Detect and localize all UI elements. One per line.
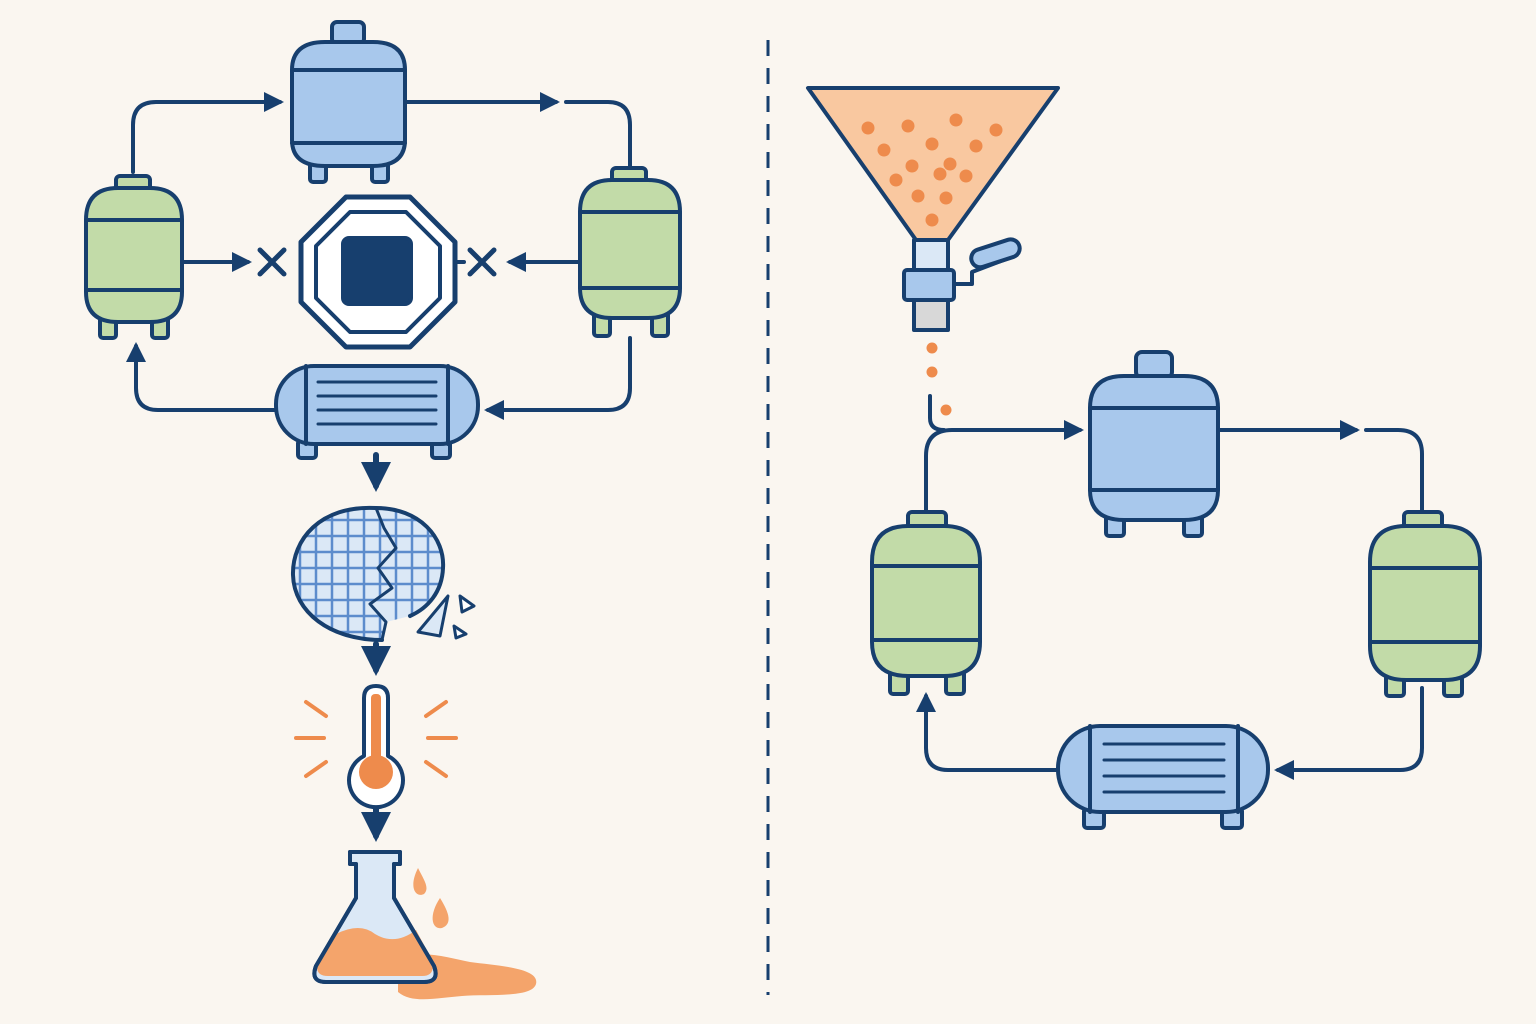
valve-lever — [969, 237, 1022, 270]
heat-exchanger — [274, 364, 480, 460]
pipe-left-tank-to-top-tank — [131, 92, 284, 174]
cracked-mesh-sphere-icon — [290, 505, 476, 642]
right-green-tank — [578, 166, 682, 338]
right-loop-pipes — [916, 394, 1424, 780]
right-panel — [806, 86, 1482, 830]
left-green-tank — [84, 174, 184, 340]
top-tank — [290, 20, 407, 184]
left-green-tank — [870, 510, 982, 696]
shard-icon — [416, 594, 450, 638]
valve-body — [902, 268, 956, 302]
pellets — [861, 113, 1003, 227]
spill-drop — [413, 868, 427, 895]
pipe-right-tank-to-exchanger — [484, 336, 632, 420]
octagon-stop-icon — [298, 194, 458, 350]
top-tank — [1088, 350, 1220, 538]
pipe-right-to-right-tank — [1364, 428, 1424, 514]
blocked-x-icon — [467, 247, 497, 277]
reactor-core-block — [341, 236, 413, 306]
shard-icon — [452, 624, 468, 640]
left-panel — [84, 20, 682, 1000]
spill-drop — [432, 898, 449, 929]
heat-rays — [294, 700, 458, 778]
pipe-right-to-right-tank — [564, 100, 632, 172]
pipe-left-tank-to-top-tank — [924, 420, 1084, 514]
pipe-exchanger-to-left-tank — [126, 342, 278, 412]
funnel-hopper-icon — [806, 86, 1060, 416]
heat-exchanger — [1056, 724, 1270, 830]
left-loop-pipes — [126, 92, 632, 420]
thermometer-icon — [294, 684, 458, 810]
pipe-right-tank-to-exchanger — [1274, 686, 1424, 780]
blocked-x-icon — [257, 247, 287, 277]
shard-icon — [458, 594, 476, 614]
spilled-flask-icon — [312, 850, 537, 1000]
right-green-tank — [1368, 510, 1482, 698]
pipe-exchanger-to-left-tank — [916, 692, 1060, 772]
falling-pellets — [926, 342, 952, 416]
